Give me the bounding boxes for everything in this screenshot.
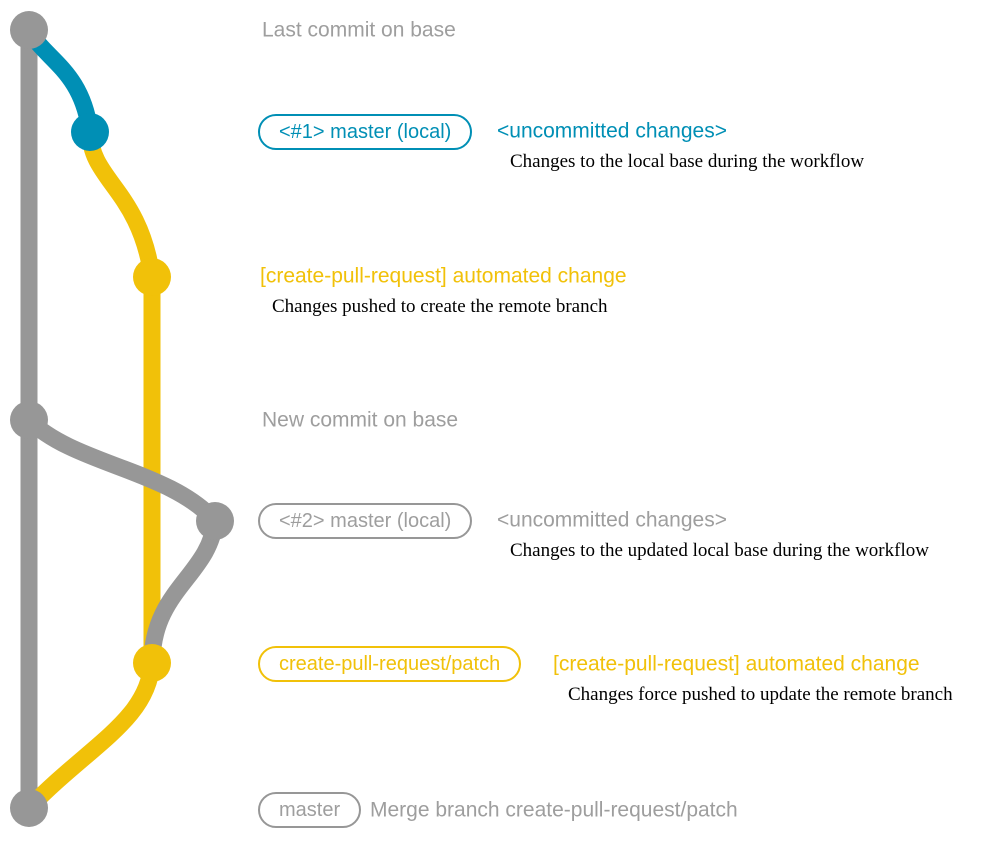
local2-to-patch2-line xyxy=(143,512,224,672)
commit-message-last-base: Last commit on base xyxy=(262,18,456,42)
commit-message-uncommitted-1: <uncommitted changes> xyxy=(497,119,727,143)
commit-description-uncommitted-2: Changes to the updated local base during… xyxy=(510,540,929,561)
branch-label-create-pull-request-patch: create-pull-request/patch xyxy=(258,646,522,682)
patch-merge-line xyxy=(20,654,161,817)
commit-node-new-base xyxy=(10,401,48,439)
commit-node-local-2 xyxy=(196,502,234,540)
branch-label-master-local-1: <#1> master (local) xyxy=(258,114,473,150)
commit-message-uncommitted-2: <uncommitted changes> xyxy=(497,508,727,532)
commit-message-automated-change-2: [create-pull-request] automated change xyxy=(553,652,920,676)
commit-message-merge: Merge branch create-pull-request/patch xyxy=(370,798,738,822)
patch1-branch-line xyxy=(81,123,161,286)
commit-node-local-1 xyxy=(71,113,109,151)
commit-message-new-base: New commit on base xyxy=(262,408,459,432)
commit-description-automated-change-1: Changes pushed to create the remote bran… xyxy=(272,296,608,317)
commit-node-merge xyxy=(10,789,48,827)
git-graph xyxy=(10,11,234,827)
commit-node-patch-2 xyxy=(133,644,171,682)
commit-node-patch-1 xyxy=(133,258,171,296)
commit-description-uncommitted-1: Changes to the local base during the wor… xyxy=(510,151,865,172)
branch-label-master: master xyxy=(258,792,362,828)
commit-message-automated-change-1: [create-pull-request] automated change xyxy=(260,264,627,288)
commit-description-automated-change-2: Changes force pushed to update the remot… xyxy=(568,684,953,705)
commit-node-last-base xyxy=(10,11,48,49)
base-to-local2-branch-line xyxy=(20,411,224,530)
branch-label-master-local-2: <#2> master (local) xyxy=(258,503,473,539)
